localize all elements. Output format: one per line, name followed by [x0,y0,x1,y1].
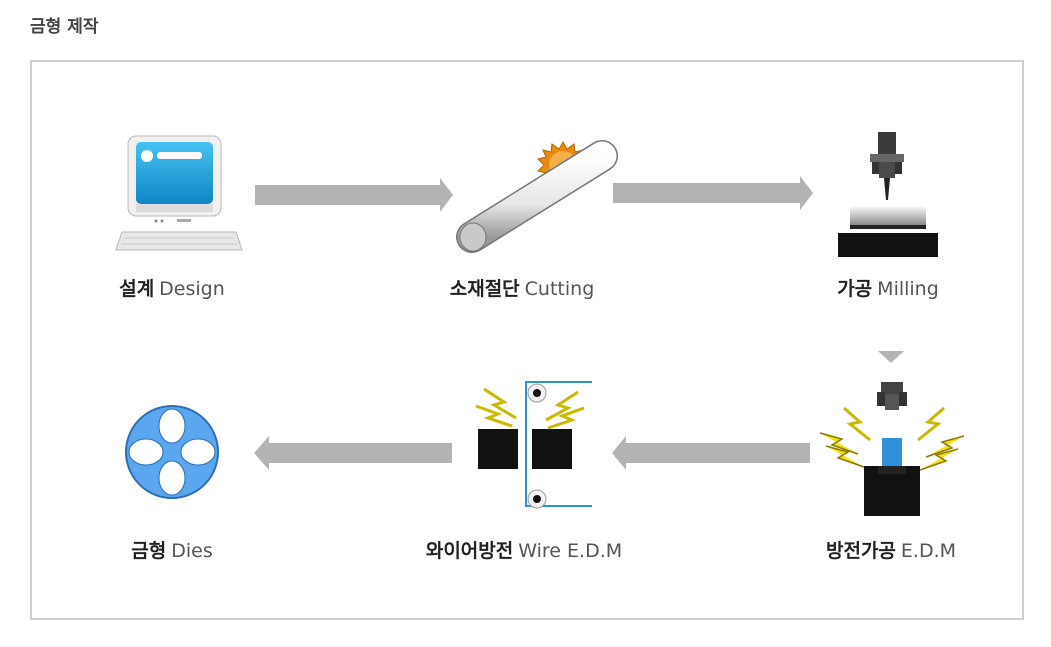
step-label-english: Milling [877,278,939,300]
process-diagram [115,132,965,516]
step-label-korean: 소재절단 [449,278,520,300]
saw-cutting-icon [456,140,618,253]
arrow-edm-to-wire-edm [612,436,810,470]
computer-icon [115,135,243,251]
step-label-english: Cutting [524,278,595,300]
step-label-english: Dies [171,540,213,562]
arrow-cutting-to-milling [613,176,813,210]
edm-icon [819,382,965,516]
step-label-english: Wire E.D.M [518,540,623,562]
step-label-korean: 방전가공 [825,540,896,562]
arrow-milling-to-edm [878,351,904,363]
step-label-korean: 설계 [119,278,155,300]
wire-edm-icon [475,381,592,509]
arrow-wire-edm-to-dies [254,436,452,470]
page-title: 금형 제작 [30,17,99,37]
arrow-design-to-cutting [255,178,453,212]
step-label-english: E.D.M [900,540,957,562]
step-label-english: Design [159,278,225,300]
step-label-korean: 와이어방전 [425,540,514,562]
die-icon [125,405,219,499]
milling-machine-icon [838,132,938,257]
step-label-korean: 금형 [131,540,167,562]
step-label-korean: 가공 [837,278,873,300]
